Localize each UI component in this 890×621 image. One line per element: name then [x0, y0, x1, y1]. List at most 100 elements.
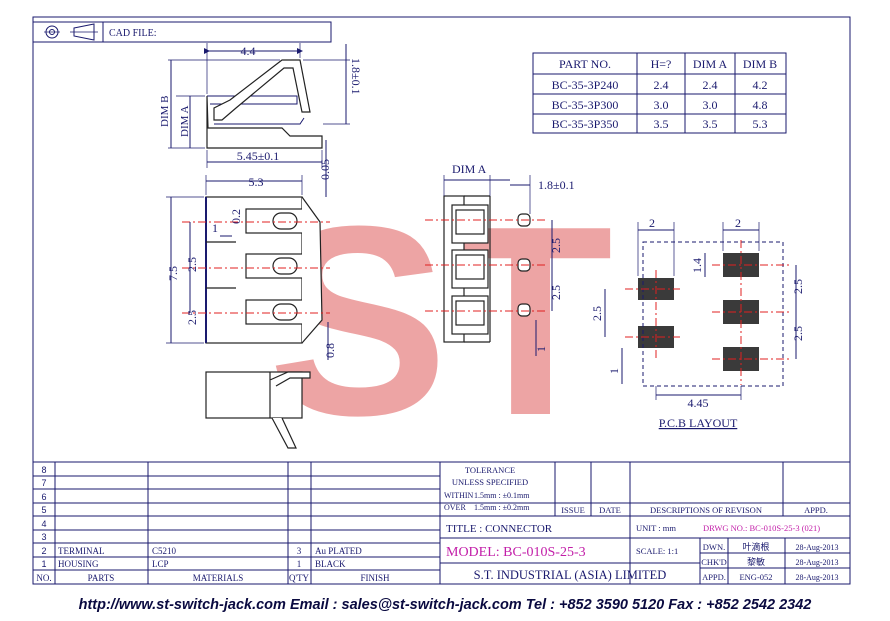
- side-view: 4.4 1.8±0.1 DIM B DIM A 5.45±0.1: [159, 43, 363, 168]
- bom-finish: BLACK: [315, 559, 346, 569]
- pcb-layout-label: P.C.B LAYOUT: [659, 416, 738, 430]
- cad-file-label: CAD FILE:: [109, 28, 157, 39]
- parts-cell: 4.2: [753, 78, 768, 92]
- unit-text: UNIT : mm: [636, 523, 676, 533]
- dim-one-top: 1: [212, 221, 218, 235]
- tolerance-over: OVER: [444, 503, 466, 512]
- front-dim-a: DIM A: [452, 162, 487, 176]
- revision-issue: ISSUE: [561, 505, 585, 515]
- tolerance-within-range: 1.5mm : ±0.1mm: [474, 491, 530, 500]
- bom-row-number: 2: [41, 546, 46, 556]
- bom-header-finish: FINISH: [360, 573, 390, 583]
- parts-cell: BC-35-3P350: [552, 117, 619, 131]
- parts-cell: 3.5: [654, 117, 669, 131]
- pcb-dim-2a: 2: [649, 216, 655, 230]
- parts-cell: 2.4: [654, 78, 669, 92]
- dim-gap-02: 0.2: [229, 209, 243, 224]
- front-dim-25a: 2.5: [549, 238, 563, 253]
- dim-pitch-25a: 2.5: [185, 257, 199, 272]
- svg-text:ST: ST: [268, 171, 613, 472]
- dim-side-width: 4.4: [241, 44, 256, 58]
- scale-text: SCALE: 1:1: [636, 546, 678, 556]
- tolerance-over-range: 1.5mm : ±0.2mm: [474, 503, 530, 512]
- bom-header-no: NO.: [36, 573, 51, 583]
- dim-pitch-25b: 2.5: [185, 310, 199, 325]
- dim-side-base: 5.45±0.1: [237, 149, 280, 163]
- appd-label: APPD.: [702, 572, 726, 582]
- bom-header-parts: PARTS: [88, 573, 115, 583]
- front-dim-1: 1: [534, 346, 548, 352]
- bom-row-number: 5: [41, 505, 46, 515]
- parts-header-part-no: PART NO.: [559, 57, 611, 71]
- dim-top-width: 5.3: [249, 175, 264, 189]
- bom-row-number: 7: [41, 478, 46, 488]
- parts-cell: BC-35-3P240: [552, 78, 619, 92]
- dim-height-75: 7.5: [166, 266, 180, 281]
- bom-part: TERMINAL: [58, 546, 105, 556]
- parts-cell: 3.0: [654, 98, 669, 112]
- pcb-dim-445: 4.45: [688, 396, 709, 410]
- parts-cell: 3.5: [703, 117, 718, 131]
- parts-cell: 3.0: [703, 98, 718, 112]
- bom-row-number: 4: [41, 519, 46, 529]
- revision-appd: APPD.: [804, 505, 828, 515]
- dim-a-label: DIM A: [179, 105, 191, 137]
- cad-header: CAD FILE:: [32, 21, 332, 43]
- parts-table: PART NO. H=? DIM A DIM B BC-35-3P240 2.4…: [532, 52, 787, 134]
- revision-descriptions: DESCRIPTIONS OF REVISON: [650, 505, 762, 515]
- pcb-layout: 2 2 1.4 2.5 2.5 2.5 1 4.45 P.C.B LAYOUT: [590, 216, 805, 430]
- parts-cell: BC-35-3P300: [552, 98, 619, 112]
- tolerance-title: TOLERANCE: [465, 465, 515, 475]
- bom-row-number: 8: [41, 465, 46, 475]
- chkd-date: 28-Aug-2013: [795, 558, 838, 567]
- appd-date: 28-Aug-2013: [795, 573, 838, 582]
- drwg-no: DRWG NO.: BC-010S-25-3 (021): [703, 523, 820, 533]
- revision-date: DATE: [599, 505, 621, 515]
- chkd-name: 黎敏: [747, 556, 765, 567]
- pcb-dim-25c: 2.5: [590, 306, 604, 321]
- bottom-view: [205, 371, 311, 449]
- front-dim-18: 1.8±0.1: [538, 178, 575, 192]
- pcb-dim-2b: 2: [735, 216, 741, 230]
- pcb-dim-1: 1: [607, 368, 621, 374]
- bom-row-number: 1: [41, 559, 46, 569]
- front-view: DIM A 1.8±0.1 2.5 2.5 1: [425, 162, 575, 356]
- bom-qty: 3: [297, 546, 302, 556]
- parts-cell: 4.8: [753, 98, 768, 112]
- tolerance-subtitle: UNLESS SPECIFIED: [452, 477, 528, 487]
- title-block: 8 7 6 5 4 3 2 1 TERMINAL C5210 3 Au PLAT…: [33, 461, 850, 584]
- bom-material: LCP: [152, 559, 169, 569]
- dwn-label: DWN.: [703, 542, 725, 552]
- dim-gap-005: 0.05: [318, 159, 332, 180]
- pcb-dim-14: 1.4: [690, 258, 704, 273]
- dim-b-label: DIM B: [159, 96, 171, 127]
- bom-row-number: 3: [41, 532, 46, 542]
- top-view: 5.3 0.05 0.2 1 7.5 2.5 2.5 0.8: [166, 140, 337, 360]
- bom-material: C5210: [152, 546, 177, 556]
- company-name: S.T. INDUSTRIAL (ASIA) LIMITED: [474, 568, 667, 582]
- st-watermark: ST: [268, 171, 613, 472]
- tolerance-within: WITHIN: [444, 491, 474, 500]
- chkd-label: CHK'D: [701, 557, 727, 567]
- parts-header-dim-b: DIM B: [743, 57, 777, 71]
- parts-header-dim-a: DIM A: [693, 57, 728, 71]
- pcb-dim-25a: 2.5: [791, 279, 805, 294]
- front-dim-25b: 2.5: [549, 285, 563, 300]
- dim-side-height: 1.8±0.1: [349, 58, 363, 95]
- parts-cell: 5.3: [753, 117, 768, 131]
- bom-header-materials: MATERIALS: [193, 573, 244, 583]
- contact-footer: http://www.st-switch-jack.com Email : sa…: [78, 597, 812, 613]
- model-text: MODEL: BC-010S-25-3: [446, 545, 586, 560]
- title-text: TITLE : CONNECTOR: [446, 523, 553, 535]
- bom-part: HOUSING: [58, 559, 99, 569]
- appd-name: ENG-052: [739, 572, 772, 582]
- bom-qty: 1: [297, 559, 302, 569]
- bom-row-number: 6: [41, 492, 46, 502]
- pcb-dim-25b: 2.5: [791, 326, 805, 341]
- parts-header-h: H=?: [651, 57, 672, 71]
- dim-08: 0.8: [323, 343, 337, 358]
- bom-finish: Au PLATED: [315, 546, 362, 556]
- dwn-name: 叶滴根: [742, 541, 769, 552]
- bom-header-qty: Q'TY: [289, 573, 310, 583]
